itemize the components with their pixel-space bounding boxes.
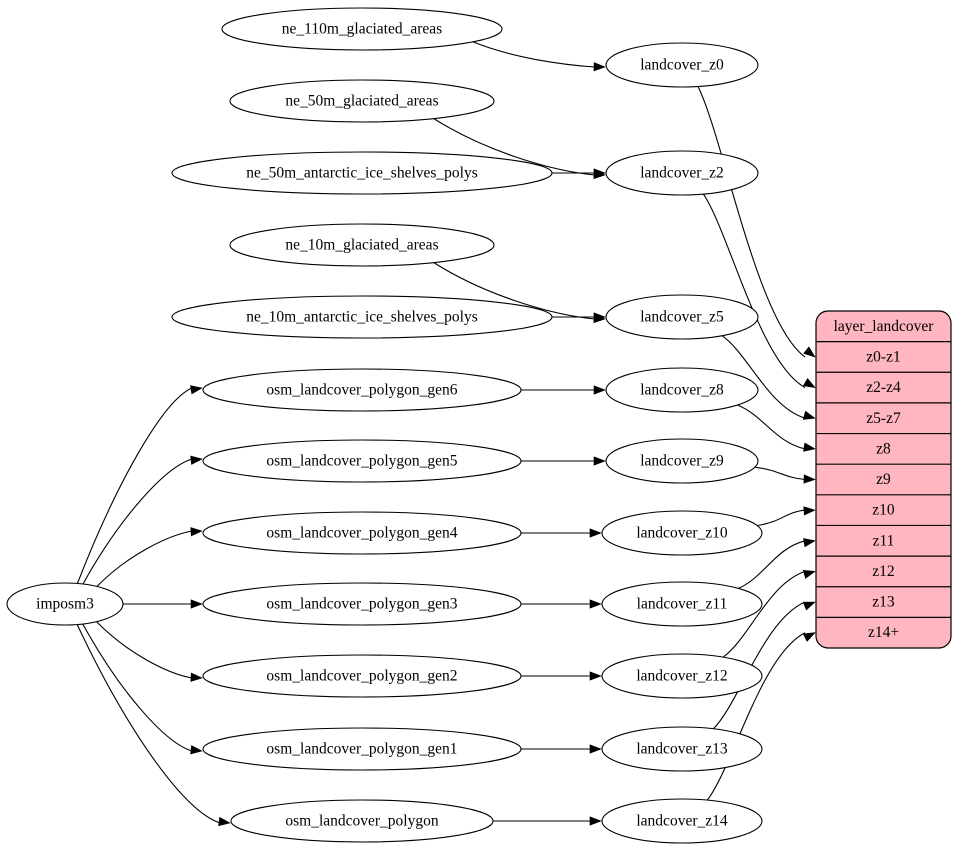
node-shape-osm_landcover_polygon_gen6[interactable]: [202, 368, 522, 412]
node-osm_landcover_polygon_gen1[interactable]: osm_landcover_polygon_gen1: [202, 727, 522, 771]
table-outline: [815, 310, 952, 649]
node-shape-landcover_z8[interactable]: [605, 367, 759, 413]
node-ne_10m_glaciated_areas[interactable]: ne_10m_glaciated_areas: [229, 223, 495, 267]
node-ne_50m_antarctic_ice_shelves_polys[interactable]: ne_50m_antarctic_ice_shelves_polys: [171, 151, 553, 195]
edge-arrowhead: [589, 671, 602, 681]
edge-arrowhead: [593, 312, 606, 322]
node-shape-landcover_z12[interactable]: [601, 653, 763, 699]
node-shape-osm_landcover_polygon_gen4[interactable]: [202, 511, 522, 555]
edge-arrowhead: [802, 569, 816, 579]
node-ne_50m_glaciated_areas[interactable]: ne_50m_glaciated_areas: [229, 79, 495, 123]
node-shape-osm_landcover_polygon_gen5[interactable]: [202, 439, 522, 483]
edge-imposm3-to-osm_landcover_polygon_gen5: [82, 458, 193, 585]
edges-layer: [76, 41, 816, 827]
edge-landcover_z9-to-z9: [754, 466, 806, 481]
node-landcover_z8[interactable]: landcover_z8: [605, 367, 759, 413]
node-osm_landcover_polygon_gen5[interactable]: osm_landcover_polygon_gen5: [202, 439, 522, 483]
edge-arrowhead: [802, 377, 816, 389]
node-landcover_z9[interactable]: landcover_z9: [605, 438, 759, 484]
edge-arrowhead: [589, 744, 602, 754]
edge-arrowhead: [190, 385, 203, 395]
edge-arrowhead: [190, 455, 203, 465]
node-landcover_z12[interactable]: landcover_z12: [601, 653, 763, 699]
edge-arrowhead: [593, 62, 606, 72]
edge-imposm3-to-osm_landcover_polygon: [76, 624, 221, 824]
node-shape-ne_10m_glaciated_areas[interactable]: [229, 223, 495, 267]
edge-arrowhead: [802, 632, 816, 642]
node-shape-osm_landcover_polygon_gen2[interactable]: [202, 654, 522, 698]
edge-imposm3-to-osm_landcover_polygon_gen4: [96, 530, 193, 587]
node-osm_landcover_polygon_gen4[interactable]: osm_landcover_polygon_gen4: [202, 511, 522, 555]
node-shape-osm_landcover_polygon[interactable]: [230, 799, 494, 843]
edge-arrowhead: [593, 456, 606, 466]
edge-arrowhead: [803, 538, 816, 548]
node-landcover_z13[interactable]: landcover_z13: [601, 726, 763, 772]
edge-landcover_z0-to-z0-z1: [697, 86, 806, 358]
node-shape-landcover_z13[interactable]: [601, 726, 763, 772]
edge-arrowhead: [190, 745, 203, 755]
node-ne_10m_antarctic_ice_shelves_polys[interactable]: ne_10m_antarctic_ice_shelves_polys: [171, 295, 553, 339]
node-osm_landcover_polygon_gen2[interactable]: osm_landcover_polygon_gen2: [202, 654, 522, 698]
edge-arrowhead: [803, 346, 816, 358]
node-shape-ne_50m_glaciated_areas[interactable]: [229, 79, 495, 123]
edge-arrowhead: [803, 474, 816, 484]
node-imposm3[interactable]: imposm3: [6, 582, 124, 626]
edge-landcover_z14-to-z14+: [706, 632, 806, 801]
node-landcover_z5[interactable]: landcover_z5: [605, 294, 759, 340]
edge-arrowhead: [802, 410, 816, 420]
edge-arrowhead: [593, 385, 606, 395]
node-landcover_z14[interactable]: landcover_z14: [601, 798, 763, 844]
node-shape-ne_110m_glaciated_areas[interactable]: [221, 7, 503, 51]
edge-arrowhead: [190, 672, 203, 682]
edge-landcover_z12-to-z12: [722, 570, 806, 658]
node-landcover_z11[interactable]: landcover_z11: [601, 581, 763, 627]
edge-arrowhead: [802, 601, 816, 611]
edge-arrowhead: [589, 816, 602, 826]
edge-ne_110m_glaciated_areas-to-landcover_z0: [472, 41, 596, 68]
edge-arrowhead: [593, 168, 606, 178]
edge-arrowhead: [589, 599, 602, 609]
node-landcover_z10[interactable]: landcover_z10: [601, 510, 763, 556]
layer-landcover-table: layer_landcoverz0-z1z2-z4z5-z7z8z9z10z11…: [815, 310, 952, 649]
node-shape-landcover_z10[interactable]: [601, 510, 763, 556]
edge-arrowhead: [190, 527, 203, 537]
node-landcover_z0[interactable]: landcover_z0: [605, 42, 759, 88]
node-ne_110m_glaciated_areas[interactable]: ne_110m_glaciated_areas: [221, 7, 503, 51]
edge-arrowhead: [803, 442, 816, 452]
edge-landcover_z10-to-z10: [757, 509, 806, 527]
node-shape-landcover_z14[interactable]: [601, 798, 763, 844]
edge-landcover_z2-to-z2-z4: [702, 193, 806, 389]
node-osm_landcover_polygon[interactable]: osm_landcover_polygon: [230, 799, 494, 843]
edge-landcover_z5-to-z5-z7: [721, 335, 806, 419]
node-shape-ne_50m_antarctic_ice_shelves_polys[interactable]: [171, 151, 553, 195]
edge-arrowhead: [218, 816, 231, 827]
edge-arrowhead: [190, 599, 203, 609]
edge-imposm3-to-osm_landcover_polygon_gen6: [76, 387, 193, 584]
edge-imposm3-to-osm_landcover_polygon_gen2: [96, 621, 193, 679]
edge-arrowhead: [803, 506, 816, 516]
edge-arrowhead: [589, 528, 602, 538]
node-shape-osm_landcover_polygon_gen3[interactable]: [202, 582, 522, 626]
edge-landcover_z13-to-z13: [713, 601, 806, 730]
node-shape-landcover_z5[interactable]: [605, 294, 759, 340]
nodes-layer: imposm3 ne_110m_glaciated_areas ne_50m_gla…: [6, 7, 763, 844]
node-shape-ne_10m_antarctic_ice_shelves_polys[interactable]: [171, 295, 553, 339]
node-osm_landcover_polygon_gen3[interactable]: osm_landcover_polygon_gen3: [202, 582, 522, 626]
node-shape-landcover_z0[interactable]: [605, 42, 759, 88]
node-shape-osm_landcover_polygon_gen1[interactable]: [202, 727, 522, 771]
node-shape-landcover_z2[interactable]: [605, 150, 759, 196]
node-landcover_z2[interactable]: landcover_z2: [605, 150, 759, 196]
node-shape-landcover_z9[interactable]: [605, 438, 759, 484]
edge-landcover_z8-to-z8: [737, 404, 806, 450]
node-osm_landcover_polygon_gen6[interactable]: osm_landcover_polygon_gen6: [202, 368, 522, 412]
node-shape-landcover_z11[interactable]: [601, 581, 763, 627]
node-shape-imposm3[interactable]: [6, 582, 124, 626]
edge-imposm3-to-osm_landcover_polygon_gen1: [82, 623, 193, 752]
edge-landcover_z11-to-z11: [738, 540, 806, 589]
